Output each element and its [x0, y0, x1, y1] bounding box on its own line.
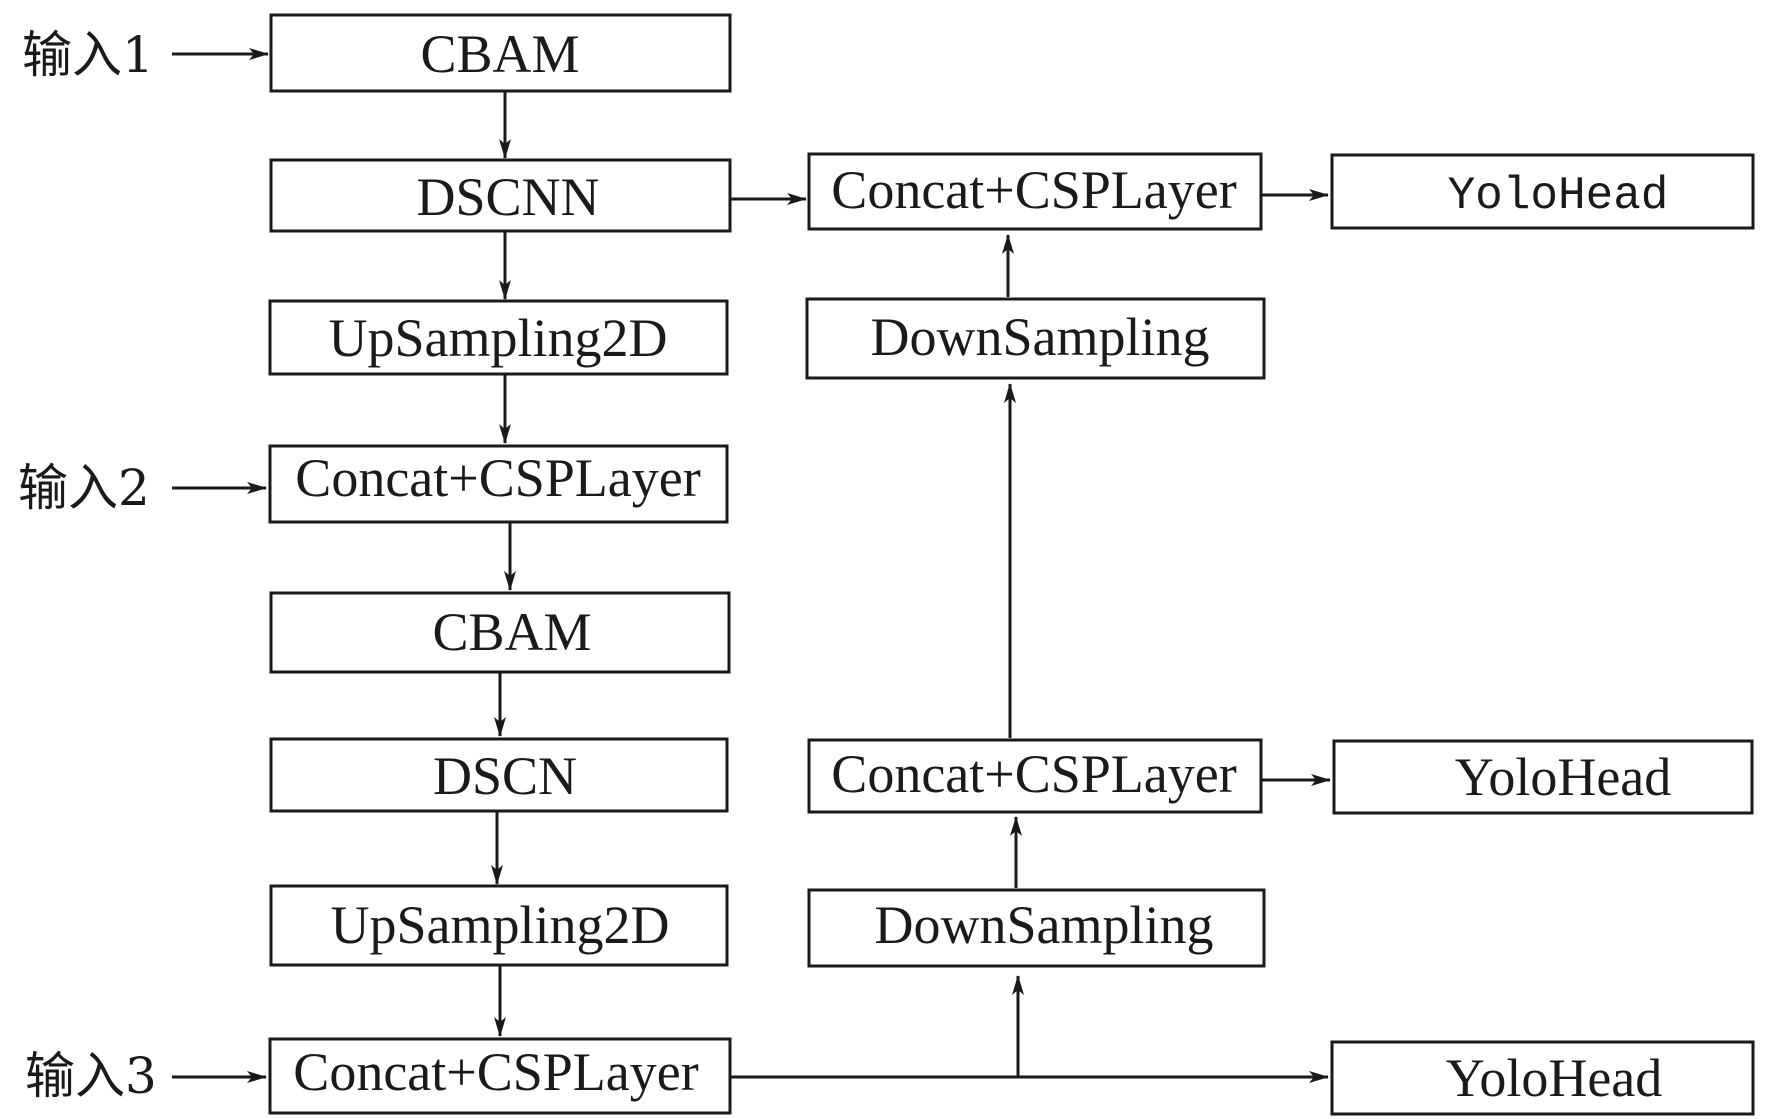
node-upsampling2d-1: UpSampling2D: [268, 299, 729, 376]
node-label: DSCN: [433, 746, 577, 806]
node-label: UpSampling2D: [330, 895, 669, 955]
node-label: Concat+CSPLayer: [831, 744, 1236, 804]
node-label: Concat+CSPLayer: [831, 160, 1236, 220]
node-concat-csplayer-input2: Concat+CSPLayer: [268, 444, 729, 524]
node-upsampling2d-2: UpSampling2D: [269, 884, 729, 967]
node-label: DownSampling: [874, 895, 1213, 955]
node-dscn: DSCN: [269, 737, 729, 813]
node-cbam-1: CBAM: [269, 13, 732, 93]
node-cbam-2: CBAM: [269, 591, 731, 674]
node-label: YoloHead: [1448, 170, 1669, 222]
node-label: CBAM: [432, 602, 591, 662]
inputs: 输入1 输入2 输入3: [18, 26, 157, 1105]
node-yolohead-2: YoloHead: [1332, 739, 1754, 815]
input-label-2: 输入2: [18, 459, 150, 517]
node-downsampling-2: DownSampling: [807, 888, 1266, 968]
node-label: YoloHead: [1455, 747, 1672, 807]
node-label: YoloHead: [1446, 1048, 1663, 1108]
node-downsampling-1: DownSampling: [805, 297, 1266, 380]
node-label: DSCNN: [416, 167, 599, 227]
node-label: Concat+CSPLayer: [293, 1042, 698, 1102]
input-label-3: 输入3: [25, 1047, 157, 1105]
input-label-1: 输入1: [22, 26, 154, 84]
connectors: [172, 48, 1331, 1083]
node-yolohead-1: YoloHead: [1330, 153, 1755, 230]
node-label: Concat+CSPLayer: [295, 448, 700, 508]
node-concat-csplayer-top: Concat+CSPLayer: [807, 152, 1263, 231]
node-label: DownSampling: [870, 307, 1209, 367]
node-yolohead-3: YoloHead: [1330, 1040, 1755, 1116]
node-dscnn: DSCNN: [269, 158, 732, 233]
node-concat-csplayer-mid: Concat+CSPLayer: [807, 738, 1263, 814]
node-label: UpSampling2D: [328, 308, 667, 368]
node-concat-csplayer-input3: Concat+CSPLayer: [268, 1037, 732, 1115]
node-label: CBAM: [420, 24, 579, 84]
